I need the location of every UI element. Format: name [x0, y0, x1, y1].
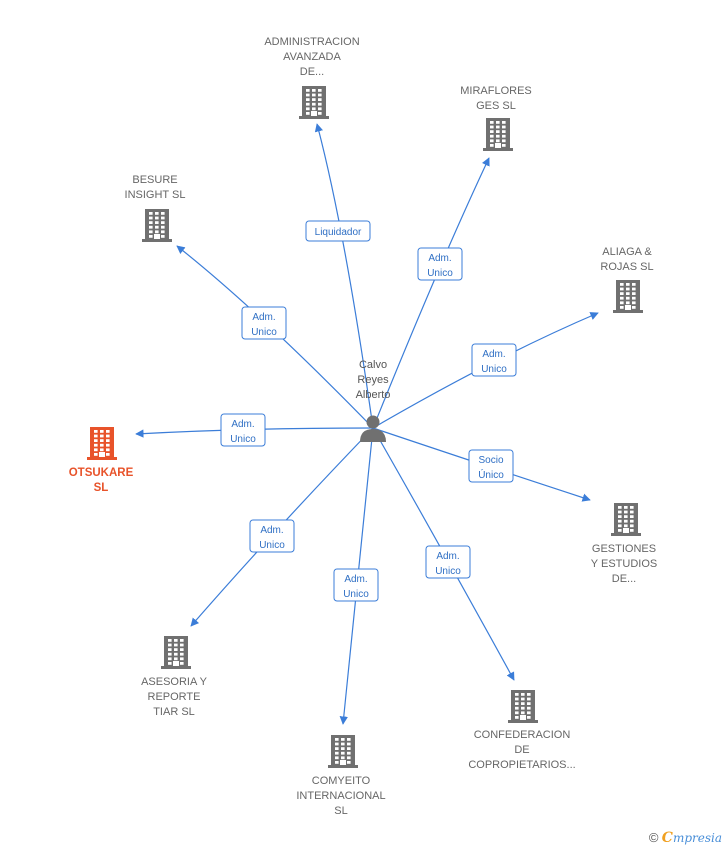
building-icon[interactable]	[508, 690, 538, 723]
edge-label-box	[220, 413, 266, 447]
edge-label-box	[471, 343, 517, 377]
edge-label-box	[305, 220, 371, 242]
edge-label-box	[249, 519, 295, 553]
edges-layer: LiquidadorAdm.UnicoAdm.UnicoAdm.UnicoAdm…	[135, 123, 599, 725]
edge-otsukare[interactable]: Adm.Unico	[135, 413, 374, 447]
edge-confederacion[interactable]: Adm.Unico	[372, 427, 515, 681]
edge-label-text: Adm.Unico	[230, 419, 256, 445]
footer-brand[interactable]: © Cmpresia	[649, 830, 722, 846]
building-icon[interactable]	[613, 280, 643, 313]
edge-miraflores[interactable]: Adm.Unico	[372, 157, 490, 429]
building-icon[interactable]	[611, 503, 641, 536]
edge-comyeito[interactable]: Adm.Unico	[333, 427, 379, 725]
edge-label-text: Adm.Unico	[251, 312, 277, 338]
building-icon[interactable]	[142, 209, 172, 242]
edge-label-comyeito[interactable]: Adm.Unico	[333, 568, 379, 602]
edge-label-box	[333, 568, 379, 602]
building-icon[interactable]	[299, 86, 329, 119]
edge-label-box	[425, 545, 471, 579]
edge-label-otsukare[interactable]: Adm.Unico	[220, 413, 266, 447]
edge-label-text: Adm.Unico	[427, 253, 453, 279]
building-icon[interactable]	[328, 735, 358, 768]
edge-label-aliaga[interactable]: Adm.Unico	[471, 343, 517, 377]
edge-label-text: Liquidador	[315, 227, 362, 238]
building-icon[interactable]	[87, 427, 117, 460]
edge-label-box	[241, 306, 287, 340]
edge-label-asesoria[interactable]: Adm.Unico	[249, 519, 295, 553]
edge-besure[interactable]: Adm.Unico	[176, 245, 374, 429]
edge-label-text: Adm.Unico	[343, 574, 369, 600]
edge-label-administracion[interactable]: Liquidador	[305, 220, 371, 242]
edge-label-confederacion[interactable]: Adm.Unico	[425, 545, 471, 579]
building-icon[interactable]	[483, 118, 513, 151]
copyright-symbol: ©	[648, 830, 659, 845]
edge-line-miraflores	[372, 157, 490, 429]
edge-label-besure[interactable]: Adm.Unico	[241, 306, 287, 340]
edge-label-text: Adm.Unico	[259, 525, 285, 551]
person-icon[interactable]	[360, 415, 386, 443]
edge-label-box	[417, 247, 463, 281]
edge-label-text: Adm.Unico	[435, 551, 461, 577]
company-node-aliaga[interactable]: ALIAGA &ROJAS SL	[600, 246, 654, 313]
building-icon[interactable]	[161, 636, 191, 669]
edge-aliaga[interactable]: Adm.Unico	[372, 312, 599, 429]
edge-asesoria[interactable]: Adm.Unico	[190, 427, 374, 627]
brand-logo[interactable]: Cmpresia	[661, 830, 722, 846]
edge-administracion[interactable]: Liquidador	[305, 123, 374, 429]
edge-label-text: Adm.Unico	[481, 349, 507, 375]
edge-label-miraflores[interactable]: Adm.Unico	[417, 247, 463, 281]
edge-label-box	[468, 449, 514, 483]
edge-line-administracion	[314, 123, 374, 429]
company-name: ALIAGA &ROJAS SL	[600, 246, 653, 273]
